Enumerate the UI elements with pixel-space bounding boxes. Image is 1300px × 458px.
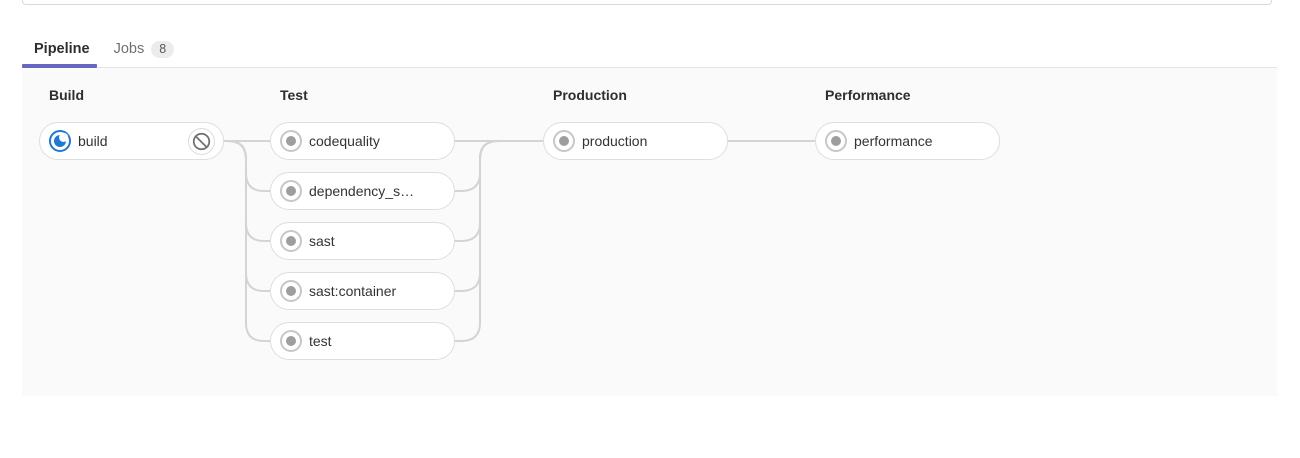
tab-bar-divider	[22, 67, 1277, 68]
job-build[interactable]: build	[39, 122, 224, 160]
job-label: build	[78, 133, 108, 149]
active-tab-indicator	[22, 64, 97, 68]
stage-title: Build	[49, 87, 84, 103]
status-created-icon	[280, 280, 302, 302]
job-label: dependency_s…	[309, 183, 415, 199]
job-production[interactable]: production	[543, 122, 728, 160]
stage-build-jobs: build	[39, 122, 224, 160]
stage-title: Production	[553, 87, 627, 103]
stage-production-jobs: production	[543, 122, 728, 160]
job-sast[interactable]: sast	[270, 222, 455, 260]
tab-pipeline-label: Pipeline	[34, 41, 90, 57]
pipeline-tab-bar: Pipeline Jobs 8	[22, 30, 186, 68]
tab-jobs-label: Jobs	[113, 41, 145, 57]
tab-pipeline[interactable]: Pipeline	[22, 30, 102, 68]
job-label: test	[309, 333, 332, 349]
job-performance[interactable]: performance	[815, 122, 1000, 160]
job-test[interactable]: test	[270, 322, 455, 360]
job-label: sast	[309, 233, 335, 249]
cancel-icon	[192, 132, 211, 150]
job-codequality[interactable]: codequality	[270, 122, 455, 160]
status-running-icon	[49, 130, 71, 152]
stage-title: Performance	[825, 87, 911, 103]
pipeline-graph: Build build	[22, 68, 1277, 396]
status-created-icon	[825, 130, 847, 152]
tab-jobs[interactable]: Jobs 8	[102, 30, 187, 68]
status-created-icon	[553, 130, 575, 152]
header-card-bottom-edge	[22, 0, 1272, 5]
job-sast-container[interactable]: sast:container	[270, 272, 455, 310]
status-created-icon	[280, 130, 302, 152]
status-created-icon	[280, 180, 302, 202]
status-created-icon	[280, 330, 302, 352]
job-label: codequality	[309, 133, 380, 149]
jobs-count-badge: 8	[151, 40, 175, 58]
stage-title: Test	[280, 87, 308, 103]
job-dependency-scanning[interactable]: dependency_s…	[270, 172, 455, 210]
stage-performance-jobs: performance	[815, 122, 1000, 160]
job-label: performance	[854, 133, 933, 149]
job-label: production	[582, 133, 648, 149]
status-created-icon	[280, 230, 302, 252]
job-label: sast:container	[309, 283, 397, 299]
pipeline-connector-lines	[224, 140, 815, 342]
stage-test-jobs: codequality dependency_s… sast	[270, 122, 455, 360]
cancel-job-button[interactable]	[188, 127, 215, 155]
